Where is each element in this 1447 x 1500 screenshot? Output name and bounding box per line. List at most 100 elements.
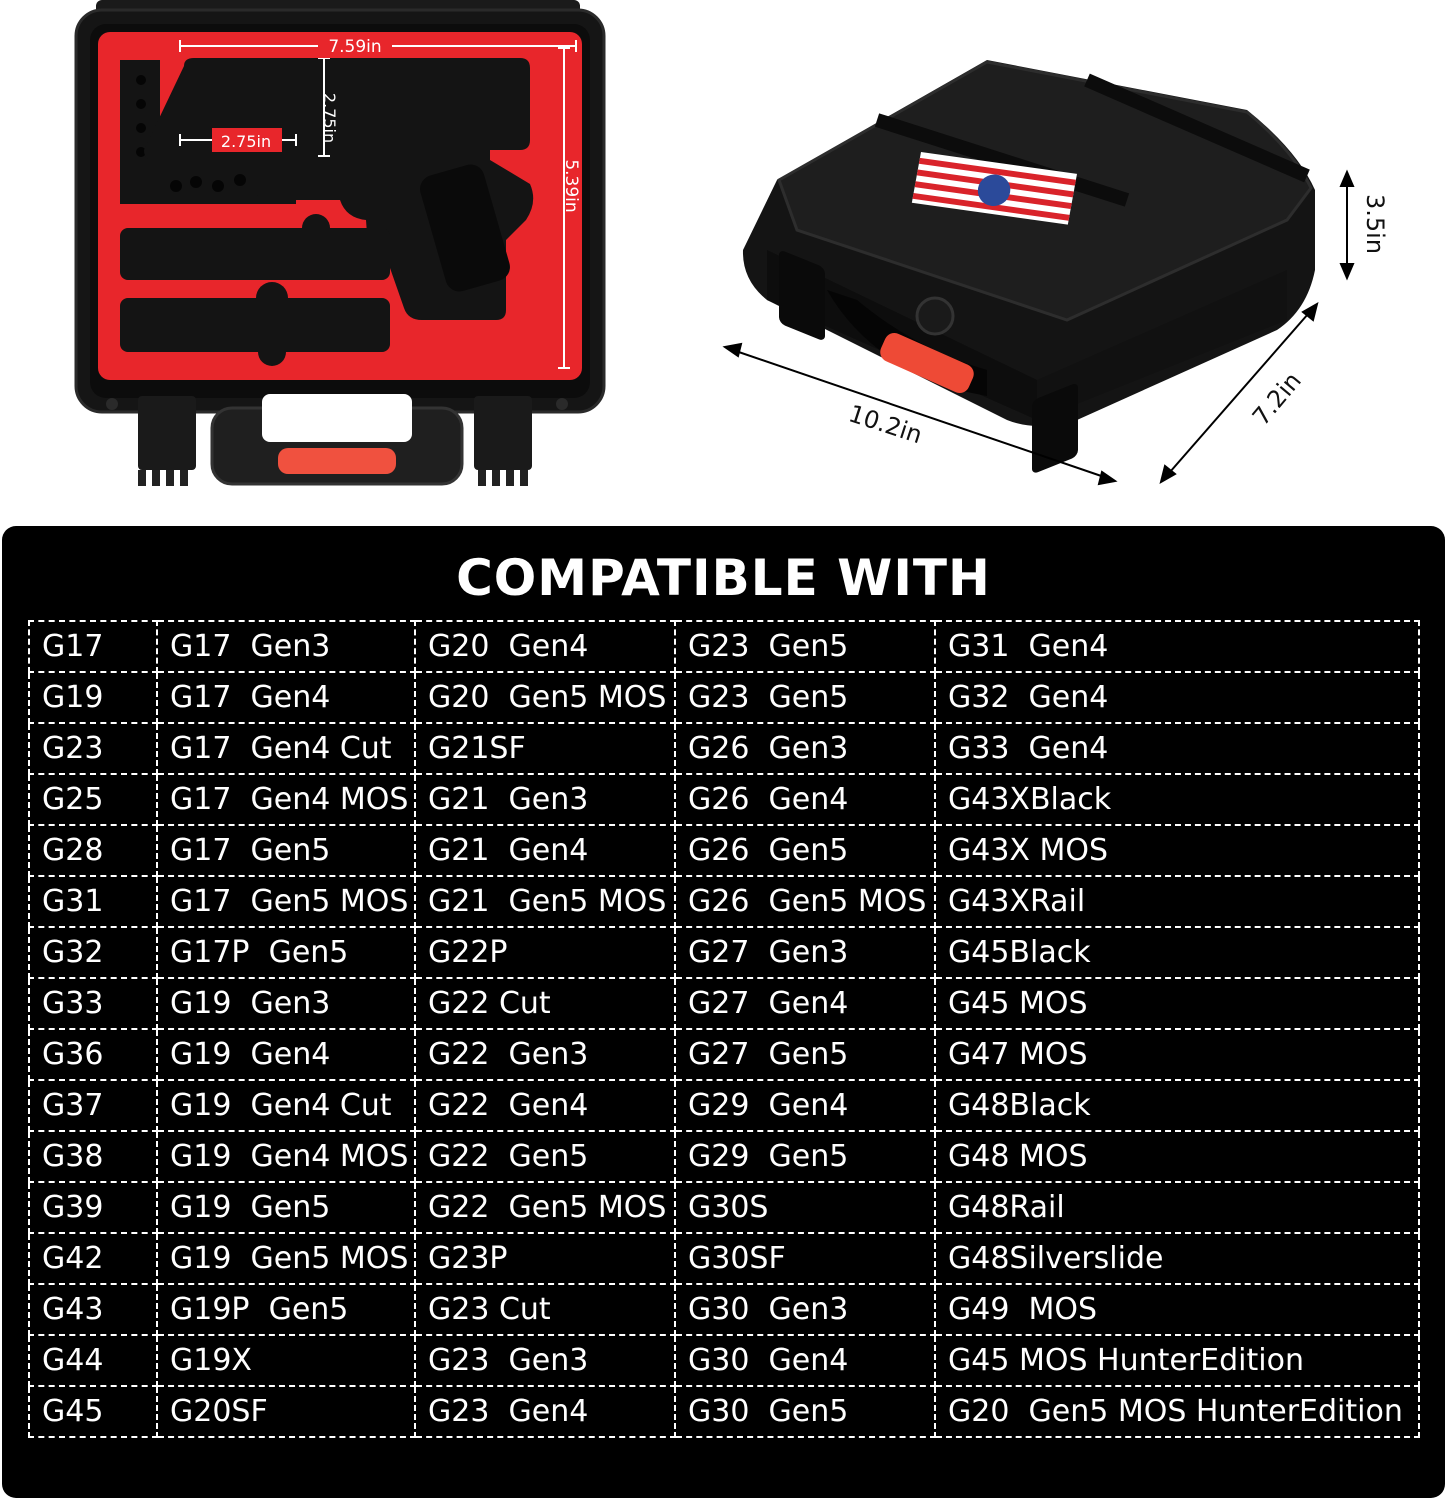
model-cell: G22P	[414, 926, 676, 979]
model-cell: G17	[28, 620, 158, 673]
model-cell: G39	[28, 1181, 158, 1234]
model-cell: G30 Gen4	[674, 1334, 936, 1387]
model-cell: G29 Gen4	[674, 1079, 936, 1132]
model-cell: G27 Gen5	[674, 1028, 936, 1081]
model-cell: G21 Gen5 MOS	[414, 875, 676, 928]
model-cell: G45Black	[934, 926, 1420, 979]
model-cell: G21 Gen4	[414, 824, 676, 877]
model-cell: G17P Gen5	[156, 926, 416, 979]
model-cell: G43XRail	[934, 875, 1420, 928]
closed-length-label: 10.2in	[845, 399, 925, 449]
slot-width-label: 2.75in	[221, 132, 271, 151]
model-cell: G23	[28, 722, 158, 775]
model-cell: G32 Gen4	[934, 671, 1420, 724]
model-cell: G43	[28, 1283, 158, 1336]
model-cell: G23 Cut	[414, 1283, 676, 1336]
model-cell: G17 Gen3	[156, 620, 416, 673]
model-cell: G17 Gen4	[156, 671, 416, 724]
model-cell: G49 MOS	[934, 1283, 1420, 1336]
slot-depth-label: 2.75in	[320, 93, 339, 143]
model-cell: G22 Gen5 MOS	[414, 1181, 676, 1234]
model-cell: G22 Gen3	[414, 1028, 676, 1081]
model-cell: G23 Gen4	[414, 1385, 676, 1438]
open-case-image: 7.59in 2.75in 2.75in 5.39in	[74, 0, 606, 486]
model-cell: G45 MOS	[934, 977, 1420, 1030]
model-cell: G31	[28, 875, 158, 928]
model-cell: G27 Gen4	[674, 977, 936, 1030]
model-cell: G25	[28, 773, 158, 826]
model-cell: G17 Gen5	[156, 824, 416, 877]
model-cell: G20 Gen5 MOS HunterEdition	[934, 1385, 1420, 1438]
model-cell: G48 MOS	[934, 1130, 1420, 1183]
model-cell: G22 Cut	[414, 977, 676, 1030]
model-cell: G20 Gen4	[414, 620, 676, 673]
model-cell: G20 Gen5 MOS	[414, 671, 676, 724]
model-cell: G26 Gen3	[674, 722, 936, 775]
model-cell: G19X	[156, 1334, 416, 1387]
model-cell: G22 Gen4	[414, 1079, 676, 1132]
model-cell: G22 Gen5	[414, 1130, 676, 1183]
model-cell: G37	[28, 1079, 158, 1132]
model-cell: G43XBlack	[934, 773, 1420, 826]
model-cell: G20SF	[156, 1385, 416, 1438]
model-cell: G19P Gen5	[156, 1283, 416, 1336]
model-cell: G19 Gen5 MOS	[156, 1232, 416, 1285]
model-cell: G30 Gen5	[674, 1385, 936, 1438]
model-cell: G28	[28, 824, 158, 877]
model-cell: G17 Gen5 MOS	[156, 875, 416, 928]
model-cell: G23 Gen5	[674, 671, 936, 724]
case-length-label: 7.59in	[328, 37, 381, 57]
model-cell: G19	[28, 671, 158, 724]
model-cell: G48Rail	[934, 1181, 1420, 1234]
model-cell: G19 Gen4 MOS	[156, 1130, 416, 1183]
closed-height-label: 3.5in	[1361, 194, 1389, 254]
model-cell: G42	[28, 1232, 158, 1285]
model-cell: G21 Gen3	[414, 773, 676, 826]
model-cell: G26 Gen5 MOS	[674, 875, 936, 928]
model-cell: G33 Gen4	[934, 722, 1420, 775]
model-cell: G47 MOS	[934, 1028, 1420, 1081]
model-cell: G17 Gen4 MOS	[156, 773, 416, 826]
model-cell: G31 Gen4	[934, 620, 1420, 673]
model-cell: G27 Gen3	[674, 926, 936, 979]
model-cell: G19 Gen4	[156, 1028, 416, 1081]
model-cell: G30SF	[674, 1232, 936, 1285]
model-cell: G32	[28, 926, 158, 979]
model-cell: G33	[28, 977, 158, 1030]
model-cell: G21SF	[414, 722, 676, 775]
closed-depth-label: 7.2in	[1247, 367, 1307, 431]
model-cell: G17 Gen4 Cut	[156, 722, 416, 775]
model-cell: G19 Gen3	[156, 977, 416, 1030]
model-cell: G43X MOS	[934, 824, 1420, 877]
model-cell: G19 Gen4 Cut	[156, 1079, 416, 1132]
flag-sticker-icon	[911, 152, 1077, 225]
model-cell: G30 Gen3	[674, 1283, 936, 1336]
model-cell: G38	[28, 1130, 158, 1183]
model-cell: G44	[28, 1334, 158, 1387]
compatibility-title: COMPATIBLE WITH	[456, 549, 991, 607]
model-cell: G26 Gen5	[674, 824, 936, 877]
case-width-label: 5.39in	[561, 159, 581, 212]
model-cell: G29 Gen5	[674, 1130, 936, 1183]
product-images: 7.59in 2.75in 2.75in 5.39in	[0, 0, 1447, 520]
model-cell: G30S	[674, 1181, 936, 1234]
model-cell: G48Black	[934, 1079, 1420, 1132]
model-cell: G45 MOS HunterEdition	[934, 1334, 1420, 1387]
closed-case-image: 10.2in 7.2in 3.5in	[722, 60, 1389, 486]
model-cell: G19 Gen5	[156, 1181, 416, 1234]
model-cell: G45	[28, 1385, 158, 1438]
